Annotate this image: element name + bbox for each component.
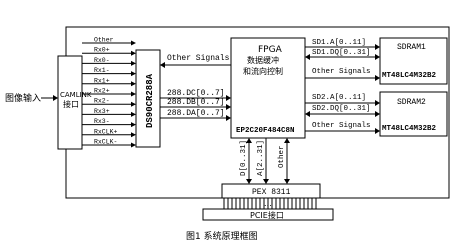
signal-label: Other [94, 37, 114, 44]
sdram1-dq-arrow-left [305, 54, 310, 60]
sdram2-title: SDRAM2 [397, 98, 426, 107]
signal-arrow [131, 132, 136, 138]
signal-label: RxCLK- [94, 139, 117, 146]
mid-db-label: 288.DB[0..7] [167, 98, 225, 107]
pex-label: PEX 8311 [252, 188, 291, 197]
signal-label: Rx1- [94, 67, 110, 74]
sdram2-addr-label: SD2.A[0..11] [312, 94, 366, 102]
sdram2-dq-arrow-left [305, 111, 310, 117]
vbus-d-label: D[0..31] [240, 140, 248, 176]
sdram2-dq-arrow-right [375, 111, 380, 117]
signal-arrow [131, 122, 136, 128]
serdes-box [135, 49, 161, 148]
vbus-other-arrow-up [284, 138, 290, 143]
fpga-line3: 和流向控制 [243, 66, 283, 76]
mid-db-arrow [226, 104, 231, 110]
serdes-label: DS90CR288A [145, 73, 155, 128]
sdram2-other-arrow [375, 128, 380, 134]
sdram2-box [379, 91, 448, 137]
vbus-a-label: A[2..31] [257, 140, 265, 176]
pex-box [221, 183, 321, 199]
vbus-d-arrow-up [246, 138, 252, 143]
fpga-line2: 数据缓冲 [247, 55, 279, 65]
signal-label: Rx0- [94, 57, 110, 64]
signal-label: Rx2- [94, 98, 110, 105]
vbus-other-arrow-down [284, 179, 290, 184]
mid-dc-arrow [226, 95, 231, 101]
sdram2-dq-label: SD2.DQ[0..31] [312, 105, 371, 113]
camlink-label-1: CAMLINK [60, 91, 92, 99]
signal-arrow [131, 111, 136, 117]
vbus-a-arrow-down [263, 179, 269, 184]
pcie-box [202, 208, 334, 221]
signal-label: Rx1+ [94, 77, 110, 84]
signal-arrow [131, 101, 136, 107]
mid-dc-label: 288.DC[0..7] [167, 89, 225, 98]
signal-arrow [131, 91, 136, 97]
signal-label: Rx0+ [94, 47, 110, 54]
mid-other-arrow [160, 62, 165, 68]
fpga-part: EP2C20F484C8N [236, 127, 295, 135]
camlink-label-2: 接口 [63, 99, 79, 109]
signal-arrow [131, 71, 136, 77]
sdram1-addr-arrow [375, 44, 380, 50]
image-input-label: 图像输入 [5, 92, 41, 104]
sdram1-title: SDRAM1 [397, 43, 426, 52]
sdram2-addr-arrow [375, 100, 380, 106]
pex-dots: ... [264, 199, 272, 208]
mid-da-arrow [226, 115, 231, 121]
signal-label: RxCLK+ [94, 128, 118, 135]
sdram1-other-arrow [375, 75, 380, 81]
signal-label: Rx2+ [94, 88, 110, 95]
mid-other-label: Other Signals [167, 54, 230, 63]
camlink-box [57, 55, 83, 150]
sdram2-part: MT48LC4M32B2 [382, 125, 437, 133]
sdram1-part: MT48LC4M32B2 [382, 72, 437, 80]
sdram1-dq-arrow-right [375, 54, 380, 60]
signal-label: Rx3- [94, 118, 110, 125]
sdram1-dq-label: SD1.DQ[0..31] [312, 49, 371, 57]
signal-arrow [131, 40, 136, 46]
fpga-title: FPGA [258, 45, 283, 55]
sdram2-other-label: Other Signals [312, 122, 371, 130]
sdram1-box [379, 37, 448, 85]
vbus-other-label: Other [278, 145, 286, 168]
vbus-d-arrow-down [246, 179, 252, 184]
signal-arrow [131, 50, 136, 56]
sdram1-other-label: Other Signals [312, 68, 371, 76]
figure-caption: 图1 系统原理框图 [186, 230, 258, 242]
image-input-arrow-head [53, 95, 58, 101]
signal-label: Rx3+ [94, 108, 110, 115]
signal-arrow [131, 142, 136, 148]
fpga-box [230, 37, 306, 139]
sdram1-addr-label: SD1.A[0..11] [312, 39, 366, 47]
pcie-label: PCIE接口 [250, 210, 284, 220]
signal-arrow [131, 60, 136, 66]
mid-da-label: 288.DA[0..7] [167, 109, 225, 118]
signal-arrow [131, 81, 136, 87]
pex-pin-comb [223, 198, 317, 209]
